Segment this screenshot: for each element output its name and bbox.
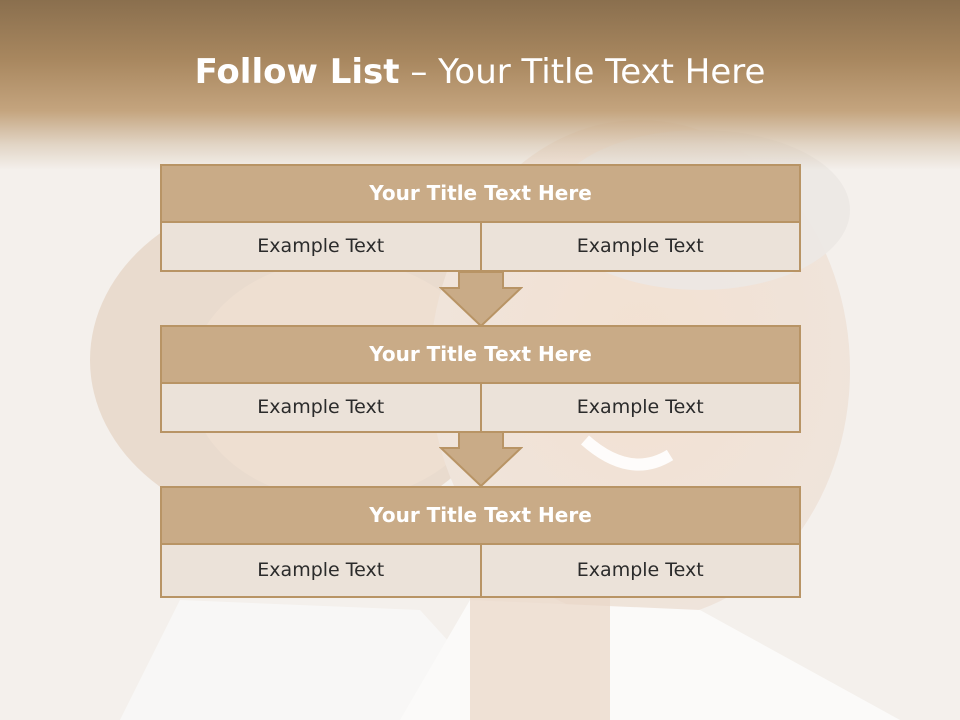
- down-arrow-icon: [439, 432, 523, 488]
- flow-card-right-text: Example Text: [479, 545, 799, 596]
- flow-card-right-text: Example Text: [479, 223, 799, 270]
- slide-title-bold: Follow List: [194, 52, 400, 92]
- flow-card-row: Example Text Example Text: [162, 543, 799, 596]
- flow-card-row: Example Text Example Text: [162, 382, 799, 431]
- down-arrow-icon: [439, 272, 523, 328]
- flow-card-title: Your Title Text Here: [162, 488, 799, 543]
- flow-card-right-text: Example Text: [479, 384, 799, 431]
- flow-card-3: Your Title Text Here Example Text Exampl…: [160, 486, 801, 598]
- flow-card-left-text: Example Text: [162, 384, 480, 431]
- header-band: [0, 0, 960, 170]
- flow-card-2: Your Title Text Here Example Text Exampl…: [160, 325, 801, 433]
- flow-card-title: Your Title Text Here: [162, 166, 799, 221]
- slide-title: Follow List – Your Title Text Here: [0, 52, 960, 92]
- flow-card-title: Your Title Text Here: [162, 327, 799, 382]
- flow-card-1: Your Title Text Here Example Text Exampl…: [160, 164, 801, 272]
- slide-title-rest: – Your Title Text Here: [410, 52, 766, 92]
- flow-card-left-text: Example Text: [162, 223, 480, 270]
- flow-card-row: Example Text Example Text: [162, 221, 799, 270]
- flow-card-left-text: Example Text: [162, 545, 480, 596]
